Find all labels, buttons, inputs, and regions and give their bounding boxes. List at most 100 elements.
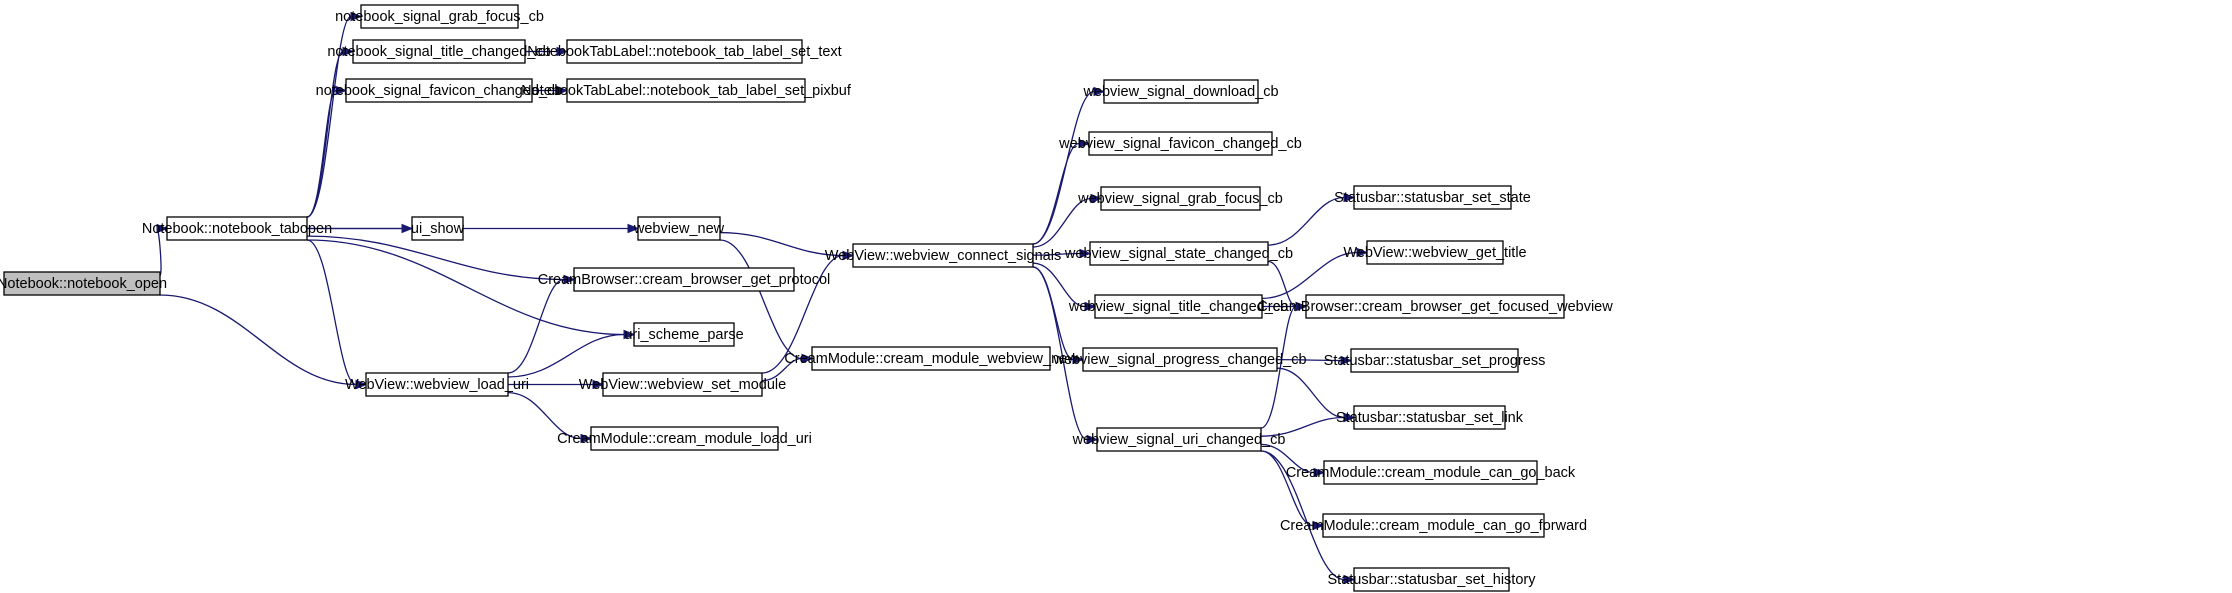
- node-wv-grab-focus[interactable]: webview_signal_grab_focus_cb: [1077, 186, 1283, 211]
- arrowhead: [335, 85, 348, 96]
- node-label: webview_signal_title_changed_cb: [1068, 299, 1288, 315]
- node-notebook-tabopen[interactable]: Notebook::notebook_tabopen: [142, 216, 332, 241]
- node-box: [1366, 240, 1504, 265]
- node-wv-title[interactable]: webview_signal_title_changed_cb: [1068, 294, 1288, 319]
- node-label: CreamModule::cream_module_can_go_back: [1286, 465, 1576, 481]
- node-module-webview-new[interactable]: CreamModule::cream_module_webview_new: [784, 346, 1078, 371]
- node-box: [566, 39, 803, 64]
- node-label: webview_signal_state_changed_cb: [1064, 246, 1293, 262]
- edge-layer: [156, 11, 1369, 585]
- edge-wv-uri-to-can-go-back: [1260, 443, 1326, 478]
- node-label: Statusbar::statusbar_set_link: [1336, 410, 1524, 426]
- arrowhead: [1313, 467, 1326, 478]
- node-webview-set-module[interactable]: WebView::webview_set_module: [579, 372, 786, 397]
- edge-favicon-changed-to-tab-label-set-pixbuf: [531, 85, 569, 96]
- node-label: WebView::webview_load_uri: [345, 377, 529, 393]
- node-tab-label-set-text[interactable]: NotebookTabLabel::notebook_tab_label_set…: [527, 39, 842, 64]
- arrowhead: [350, 11, 363, 22]
- node-box: [573, 267, 795, 292]
- edge-line: [1032, 197, 1092, 248]
- edge-line: [719, 239, 803, 360]
- node-notebook-open[interactable]: Notebook::notebook_open: [0, 271, 167, 296]
- node-label: Notebook::notebook_open: [0, 276, 167, 292]
- arrowhead: [1356, 247, 1369, 258]
- node-label: notebook_signal_grab_focus_cb: [335, 9, 544, 25]
- edge-line: [1260, 305, 1297, 429]
- arrowhead: [556, 85, 569, 96]
- edge-line: [306, 239, 625, 336]
- node-label: CreamModule::cream_module_load_uri: [557, 431, 812, 447]
- node-module-load-uri[interactable]: CreamModule::cream_module_load_uri: [557, 426, 812, 451]
- arrowhead: [1086, 434, 1099, 445]
- node-box: [1353, 185, 1512, 210]
- arrowhead: [563, 274, 576, 285]
- arrowhead: [1078, 138, 1091, 149]
- edge-connect-signals-to-wv-state: [1032, 248, 1092, 259]
- node-set-state[interactable]: Statusbar::statusbar_set_state: [1334, 185, 1531, 210]
- arrowhead: [556, 46, 569, 57]
- edge-line: [306, 89, 337, 218]
- node-label: notebook_signal_favicon_changed_cb: [316, 83, 563, 99]
- node-webview-load-uri[interactable]: WebView::webview_load_uri: [345, 372, 529, 397]
- edge-line: [761, 254, 844, 374]
- node-tab-label-set-pixbuf[interactable]: NotebookTabLabel::notebook_tab_label_set…: [521, 78, 852, 103]
- arrowhead: [580, 433, 593, 444]
- arrowhead: [1295, 301, 1308, 312]
- edge-webview-load-uri-to-uri-scheme-parse: [507, 329, 636, 378]
- node-box: [3, 271, 161, 296]
- node-get-protocol[interactable]: CreamBrowser::cream_browser_get_protocol: [538, 267, 831, 292]
- edge-webview-load-uri-to-get-protocol: [507, 274, 576, 374]
- node-can-go-forward[interactable]: CreamModule::cream_module_can_go_forward: [1280, 513, 1587, 538]
- node-favicon-changed[interactable]: notebook_signal_favicon_changed_cb: [316, 78, 563, 103]
- node-grab-focus[interactable]: notebook_signal_grab_focus_cb: [335, 4, 544, 29]
- node-label: uri_scheme_parse: [624, 327, 743, 343]
- node-label: Statusbar::statusbar_set_state: [1334, 190, 1531, 206]
- node-title-changed[interactable]: notebook_signal_title_changed_cb: [327, 39, 551, 64]
- node-get-title[interactable]: WebView::webview_get_title: [1343, 240, 1527, 265]
- node-box: [1103, 79, 1259, 104]
- node-set-history[interactable]: Statusbar::statusbar_set_history: [1328, 567, 1537, 592]
- node-box: [637, 216, 721, 241]
- node-box: [360, 4, 519, 29]
- edge-line: [1261, 251, 1358, 300]
- node-label: Statusbar::statusbar_set_progress: [1324, 353, 1546, 369]
- edge-wv-state-to-set-state: [1267, 192, 1356, 246]
- edge-wv-progress-to-set-progress: [1276, 355, 1353, 366]
- arrowhead: [842, 250, 855, 261]
- edge-line: [1032, 266, 1088, 441]
- node-box: [365, 372, 509, 397]
- node-webview-new[interactable]: webview_new: [633, 216, 725, 241]
- node-label: Notebook::notebook_tabopen: [142, 221, 332, 237]
- node-wv-download[interactable]: webview_signal_download_cb: [1082, 79, 1279, 104]
- node-set-progress[interactable]: Statusbar::statusbar_set_progress: [1324, 348, 1546, 373]
- node-box: [411, 216, 464, 241]
- edge-line: [1032, 252, 1081, 256]
- node-wv-uri[interactable]: webview_signal_uri_changed_cb: [1072, 427, 1286, 452]
- edge-notebook-tabopen-to-ui-show: [306, 223, 414, 234]
- arrowhead: [627, 223, 640, 234]
- edge-line: [1032, 90, 1095, 245]
- edge-wv-uri-to-set-link: [1260, 412, 1356, 437]
- edge-line: [507, 278, 565, 374]
- node-set-link[interactable]: Statusbar::statusbar_set_link: [1336, 405, 1524, 430]
- node-connect-signals[interactable]: WebView::webview_connect_signals: [825, 243, 1061, 268]
- node-box: [1082, 347, 1278, 372]
- node-box: [166, 216, 308, 241]
- arrowhead: [1093, 86, 1106, 97]
- arrowhead: [1340, 355, 1353, 366]
- node-wv-state[interactable]: webview_signal_state_changed_cb: [1064, 241, 1293, 266]
- node-wv-progress[interactable]: webview_signal_progress_changed_cb: [1052, 347, 1307, 372]
- arrowhead: [1072, 354, 1085, 365]
- node-uri-scheme-parse[interactable]: uri_scheme_parse: [624, 322, 744, 347]
- node-wv-favicon[interactable]: webview_signal_favicon_changed_cb: [1058, 131, 1302, 156]
- arrowhead: [1343, 412, 1356, 423]
- node-get-focused-webview[interactable]: CreamBrowser::cream_browser_get_focused_…: [1257, 294, 1613, 319]
- arrowhead: [1343, 192, 1356, 203]
- node-ui-show[interactable]: ui_show: [411, 216, 465, 241]
- arrowhead: [1312, 520, 1325, 531]
- node-can-go-back[interactable]: CreamModule::cream_module_can_go_back: [1286, 460, 1576, 485]
- edge-line: [1260, 450, 1314, 527]
- arrowhead: [342, 46, 355, 57]
- edge-line: [159, 294, 357, 386]
- node-label: WebView::webview_connect_signals: [825, 248, 1061, 264]
